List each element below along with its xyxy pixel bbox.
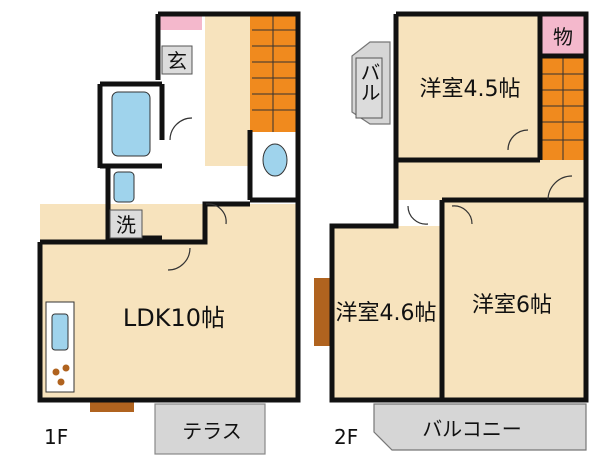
ldk-floor xyxy=(40,204,298,400)
entrance-label: 玄 xyxy=(167,49,187,73)
hall-2f-floor xyxy=(396,160,586,200)
entrance-accent xyxy=(158,14,202,30)
storage-floor xyxy=(540,14,586,56)
sink xyxy=(51,313,69,351)
stove-burner xyxy=(52,368,60,376)
first-floor: 玄 洗 LDK10帖 テラス 1F xyxy=(37,11,301,455)
balcony-label: バルコニー xyxy=(422,417,522,441)
walls-1f xyxy=(37,11,301,403)
stair-1f xyxy=(250,14,298,132)
walls-2f xyxy=(329,11,589,403)
room-c-label: 洋室6帖 xyxy=(472,293,552,318)
washroom-label: 洗 xyxy=(116,213,136,237)
small-balcony-label-box xyxy=(355,57,383,119)
second-floor: バル 洋室4.5帖 物 洋室4.6帖 洋室6帖 バルコニー 2F xyxy=(314,11,589,451)
hall-floor xyxy=(205,14,250,194)
floor-label-2f: 2F xyxy=(334,425,358,449)
terrace-floor xyxy=(154,403,266,455)
room-c-floor xyxy=(442,200,586,398)
storage-label: 物 xyxy=(553,25,573,49)
ldk-label: LDK10帖 xyxy=(123,304,225,332)
stair-treads-2f xyxy=(540,58,586,160)
stair-treads-1f xyxy=(252,14,296,132)
washbasin xyxy=(113,171,135,203)
stove-burner xyxy=(57,378,65,386)
small-balcony-label: バル xyxy=(357,62,381,102)
room-b-floor xyxy=(332,226,442,398)
room-a-label: 洋室4.5帖 xyxy=(420,77,521,102)
entrance-label-box xyxy=(161,45,193,75)
balcony-floor xyxy=(373,403,587,451)
stove-burner xyxy=(62,364,70,372)
washroom-label-box xyxy=(109,209,143,239)
bay-window-2f xyxy=(314,278,330,346)
bathtub xyxy=(111,91,151,157)
terrace-label: テラス xyxy=(182,419,242,443)
room-b-label: 洋室4.6帖 xyxy=(336,301,437,326)
floor-label-1f: 1F xyxy=(44,425,68,449)
toilet-fixture xyxy=(262,143,288,177)
corridor-floor xyxy=(162,166,252,204)
